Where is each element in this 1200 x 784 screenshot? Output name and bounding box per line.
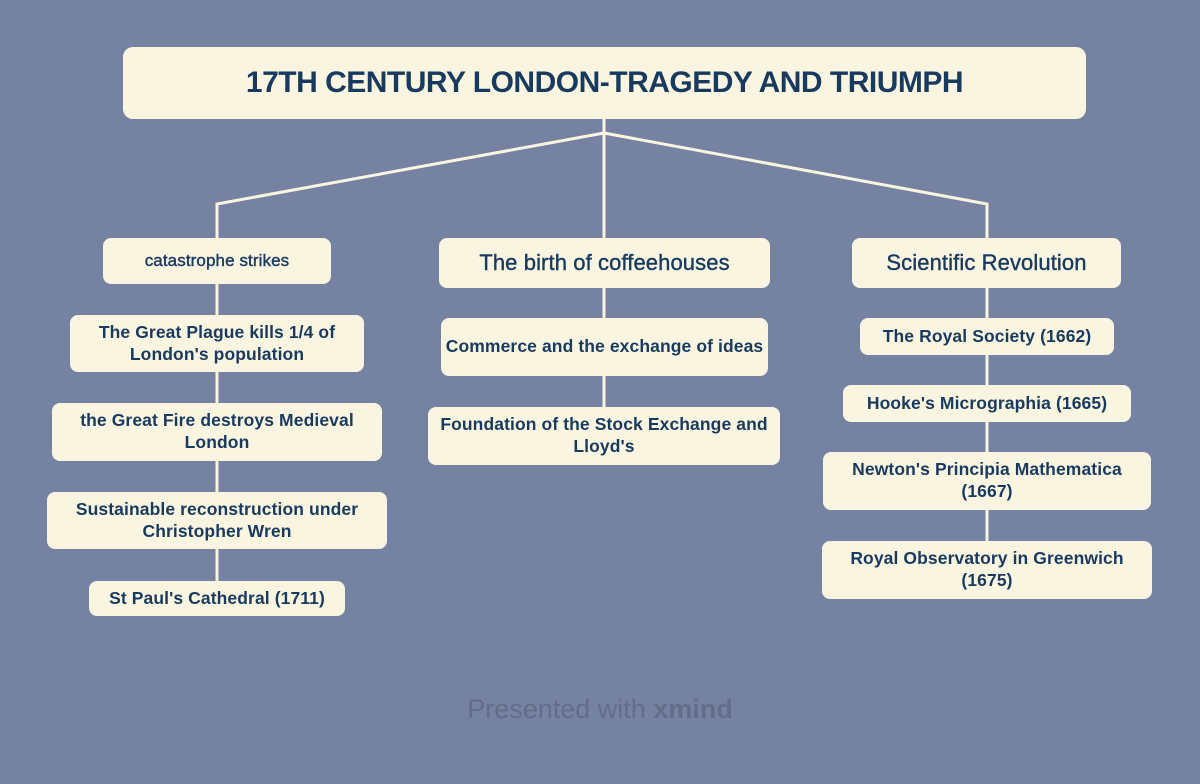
branch-catastrophe-strikes[interactable]: catastrophe strikes — [103, 238, 331, 284]
branch-label: The birth of coffeehouses — [479, 250, 730, 276]
root-topic[interactable]: 17TH CENTURY LONDON-TRAGEDY AND TRIUMPH — [123, 47, 1086, 119]
topic-great-fire[interactable]: the Great Fire destroys Medieval London — [52, 403, 382, 461]
topic-label: Foundation of the Stock Exchange and Llo… — [440, 414, 768, 456]
topic-label: The Royal Society (1662) — [882, 325, 1092, 346]
topic-stock-exchange[interactable]: Foundation of the Stock Exchange and Llo… — [428, 407, 780, 465]
topic-royal-observatory[interactable]: Royal Observatory in Greenwich (1675) — [822, 541, 1152, 599]
topic-st-pauls[interactable]: St Paul's Cathedral (1711) — [89, 581, 345, 616]
root-topic-label: 17TH CENTURY LONDON-TRAGEDY AND TRIUMPH — [245, 66, 964, 100]
xmind-logo-text: xmind — [653, 694, 733, 724]
topic-great-plague[interactable]: The Great Plague kills 1/4 of London's p… — [70, 315, 364, 372]
branch-label: Scientific Revolution — [886, 250, 1087, 276]
topic-wren-reconstruction[interactable]: Sustainable reconstruction under Christo… — [47, 492, 387, 549]
branch-coffeehouses[interactable]: The birth of coffeehouses — [439, 238, 770, 288]
topic-label: Royal Observatory in Greenwich (1675) — [850, 548, 1124, 590]
topic-hookes-micrographia[interactable]: Hooke's Micrographia (1665) — [843, 385, 1131, 422]
topic-label: The Great Plague kills 1/4 of London's p… — [98, 321, 336, 364]
topic-label: the Great Fire destroys Medieval London — [80, 410, 354, 452]
footer-watermark: Presented with xmind — [0, 694, 1200, 725]
topic-label: Hooke's Micrographia (1665) — [866, 392, 1108, 413]
topic-label: Sustainable reconstruction under Christo… — [75, 498, 359, 541]
topic-royal-society[interactable]: The Royal Society (1662) — [860, 318, 1114, 355]
topic-commerce-ideas[interactable]: Commerce and the exchange of ideas — [441, 318, 768, 376]
connector-root-right — [603, 131, 989, 238]
topic-label: Newton's Principia Mathematica (1667) — [852, 459, 1122, 501]
topic-label: St Paul's Cathedral (1711) — [109, 587, 325, 608]
topic-newtons-principia[interactable]: Newton's Principia Mathematica (1667) — [823, 452, 1151, 510]
footer-prefix: Presented with — [467, 694, 654, 724]
topic-label: Commerce and the exchange of ideas — [445, 336, 764, 357]
branch-scientific-revolution[interactable]: Scientific Revolution — [852, 238, 1121, 288]
branch-label: catastrophe strikes — [144, 251, 290, 271]
connector-root-left — [215, 131, 605, 238]
